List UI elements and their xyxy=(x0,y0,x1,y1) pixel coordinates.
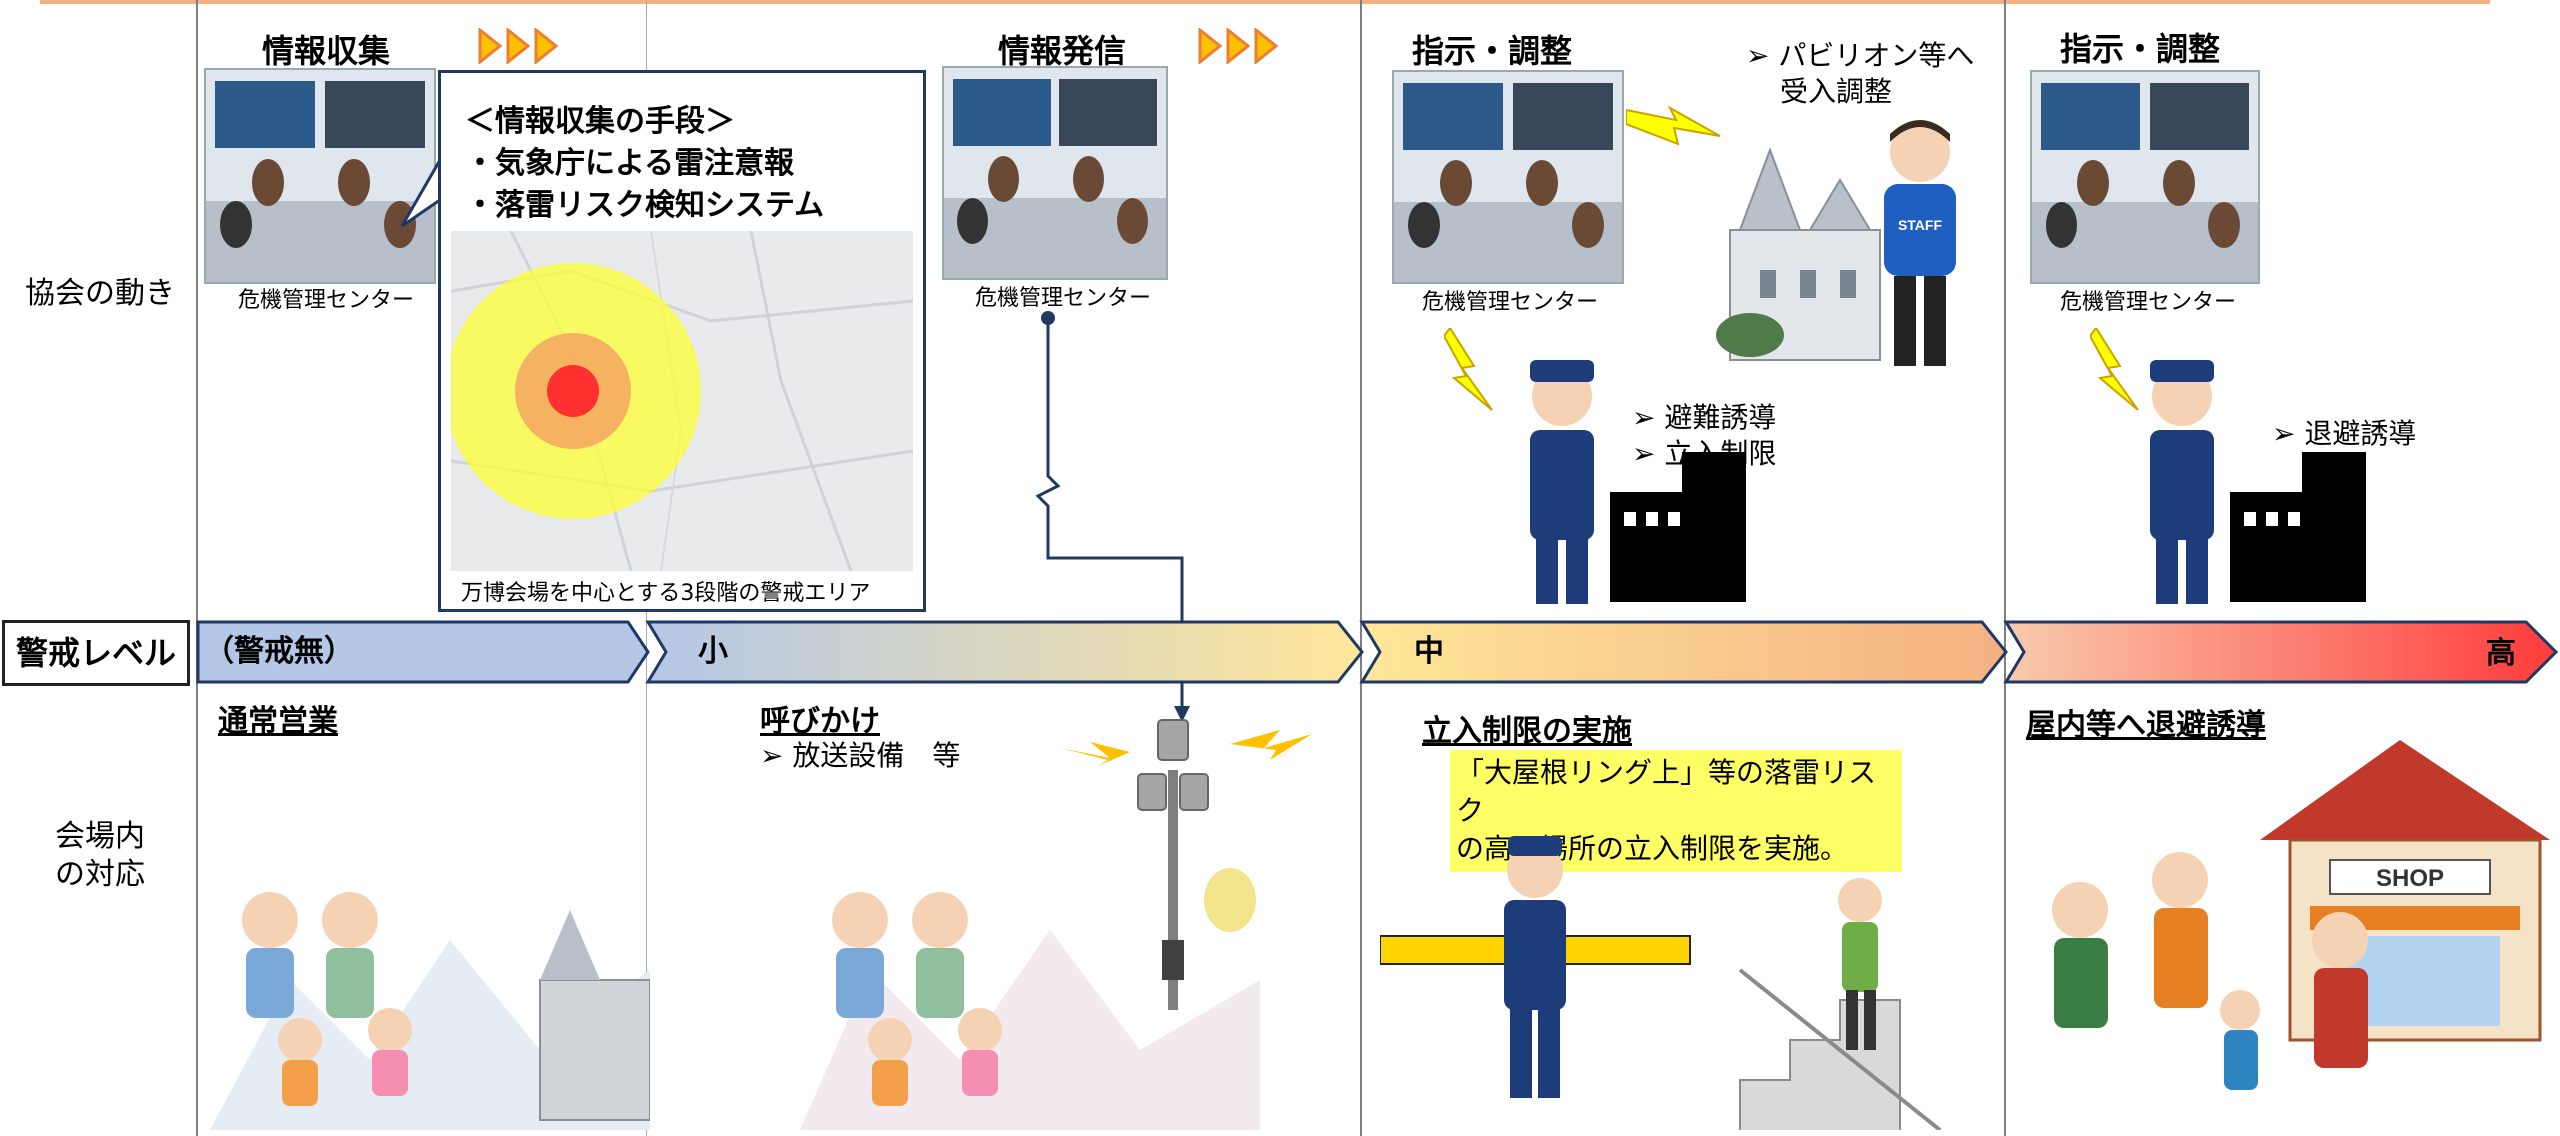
column-divider xyxy=(2004,0,2006,1136)
response-restrict-title: 立入制限の実施 xyxy=(1422,714,1632,749)
shop-label: SHOP xyxy=(2376,865,2444,892)
level-arrow-low xyxy=(645,620,1364,684)
broadcast-connector xyxy=(1035,311,1190,722)
instruction-bullets: ➢ 退避誘導 xyxy=(2272,416,2416,452)
crisis-center-caption: 危機管理センター xyxy=(975,286,1152,311)
shop-evacuation-image: SHOP xyxy=(2052,740,2550,1090)
note-line: 「大屋根リング上」等の落雷リスク xyxy=(1456,756,1877,827)
info-means-callout: ＜情報収集の手段＞ ・気象庁による雷注意報 ・落雷リスク検知システム 万博会場を… xyxy=(438,70,926,612)
response-call-bullet: ➢ 放送設備 等 xyxy=(760,739,961,772)
row-label-line: の対応 xyxy=(55,857,145,892)
restriction-scene-image xyxy=(1380,836,1942,1130)
guard-building-image xyxy=(2150,360,2366,604)
row-label-alert-level: 警戒レベル xyxy=(2,620,190,686)
pavilion-note: ➢ パビリオン等へ 受入調整 xyxy=(1746,38,1974,110)
control-room-image xyxy=(1392,70,1624,284)
alert-area-map xyxy=(451,231,913,571)
pavilion-line: ➢ パビリオン等へ xyxy=(1746,39,1975,72)
column-divider xyxy=(196,0,198,1136)
row-label-line: 会場内 xyxy=(55,819,145,854)
level-arrow-mid xyxy=(1359,620,2008,684)
top-accent-bar xyxy=(40,0,2490,4)
crisis-center-caption: 危機管理センター xyxy=(2060,290,2237,315)
triple-arrow-icon xyxy=(478,28,559,64)
family-crowd-image xyxy=(800,868,1260,1130)
response-normal-title: 通常営業 xyxy=(218,704,338,739)
speaker-pole-image xyxy=(1060,719,1312,1010)
response-call-title: 呼びかけ xyxy=(760,704,880,739)
lightning-icon xyxy=(1444,328,1493,411)
callout-line: ・気象庁による雷注意報 xyxy=(465,146,795,181)
step-title-dispatch: 情報発信 xyxy=(998,32,1127,70)
level-label-low: 小 xyxy=(698,634,728,669)
lightning-icon xyxy=(2090,328,2139,411)
crisis-center-caption: 危機管理センター xyxy=(1422,290,1599,315)
bullet-item: ➢ 退避誘導 xyxy=(2272,417,2417,450)
bullet-item: ➢ 避難誘導 xyxy=(1632,401,1777,434)
step-title-instruct: 指示・調整 xyxy=(1412,32,1573,70)
row-label-association: 協会の動き xyxy=(25,276,175,311)
level-arrow-high xyxy=(2003,620,2559,684)
step-title-collect: 情報収集 xyxy=(262,32,391,70)
map-caption: 万博会場を中心とする3段階の警戒エリア xyxy=(461,581,871,606)
map-graphic xyxy=(451,231,913,571)
level-label-high: 高 xyxy=(2486,636,2516,671)
instruction-bullets: ➢ 避難誘導 ➢ 立入制限 xyxy=(1632,400,1776,472)
level-arrow-none xyxy=(196,620,650,684)
triple-arrow-icon xyxy=(1198,28,1279,64)
level-label-mid: 中 xyxy=(1414,634,1444,669)
pavilion-castle-image xyxy=(1716,147,1881,361)
family-crowd-image xyxy=(210,892,650,1130)
callout-text: ＜情報収集の手段＞ ・気象庁による雷注意報 ・落雷リスク検知システム xyxy=(465,101,824,227)
guard-building-image xyxy=(1530,360,1746,604)
level-label-none: （警戒無） xyxy=(204,634,354,669)
step-title-instruct-2: 指示・調整 xyxy=(2060,30,2221,68)
alert-level-bar xyxy=(196,620,2559,684)
staff-label: STAFF xyxy=(1898,217,1943,233)
staff-person-image: STAFF xyxy=(1884,120,1956,366)
control-room-image xyxy=(942,66,1168,280)
callout-line: ＜情報収集の手段＞ xyxy=(465,104,735,139)
control-room-image xyxy=(204,68,436,284)
control-room-image xyxy=(2030,70,2260,284)
bullet-item: ➢ 立入制限 xyxy=(1632,437,1777,470)
callout-line: ・落雷リスク検知システム xyxy=(465,188,825,223)
response-evacuate-title: 屋内等へ退避誘導 xyxy=(2026,708,2266,743)
row-label-venue-response: 会場内 の対応 xyxy=(20,818,180,894)
pavilion-line: 受入調整 xyxy=(1780,75,1893,108)
lightning-icon xyxy=(1626,105,1721,146)
column-divider xyxy=(1360,0,1362,1136)
crisis-center-caption: 危機管理センター xyxy=(238,288,415,313)
